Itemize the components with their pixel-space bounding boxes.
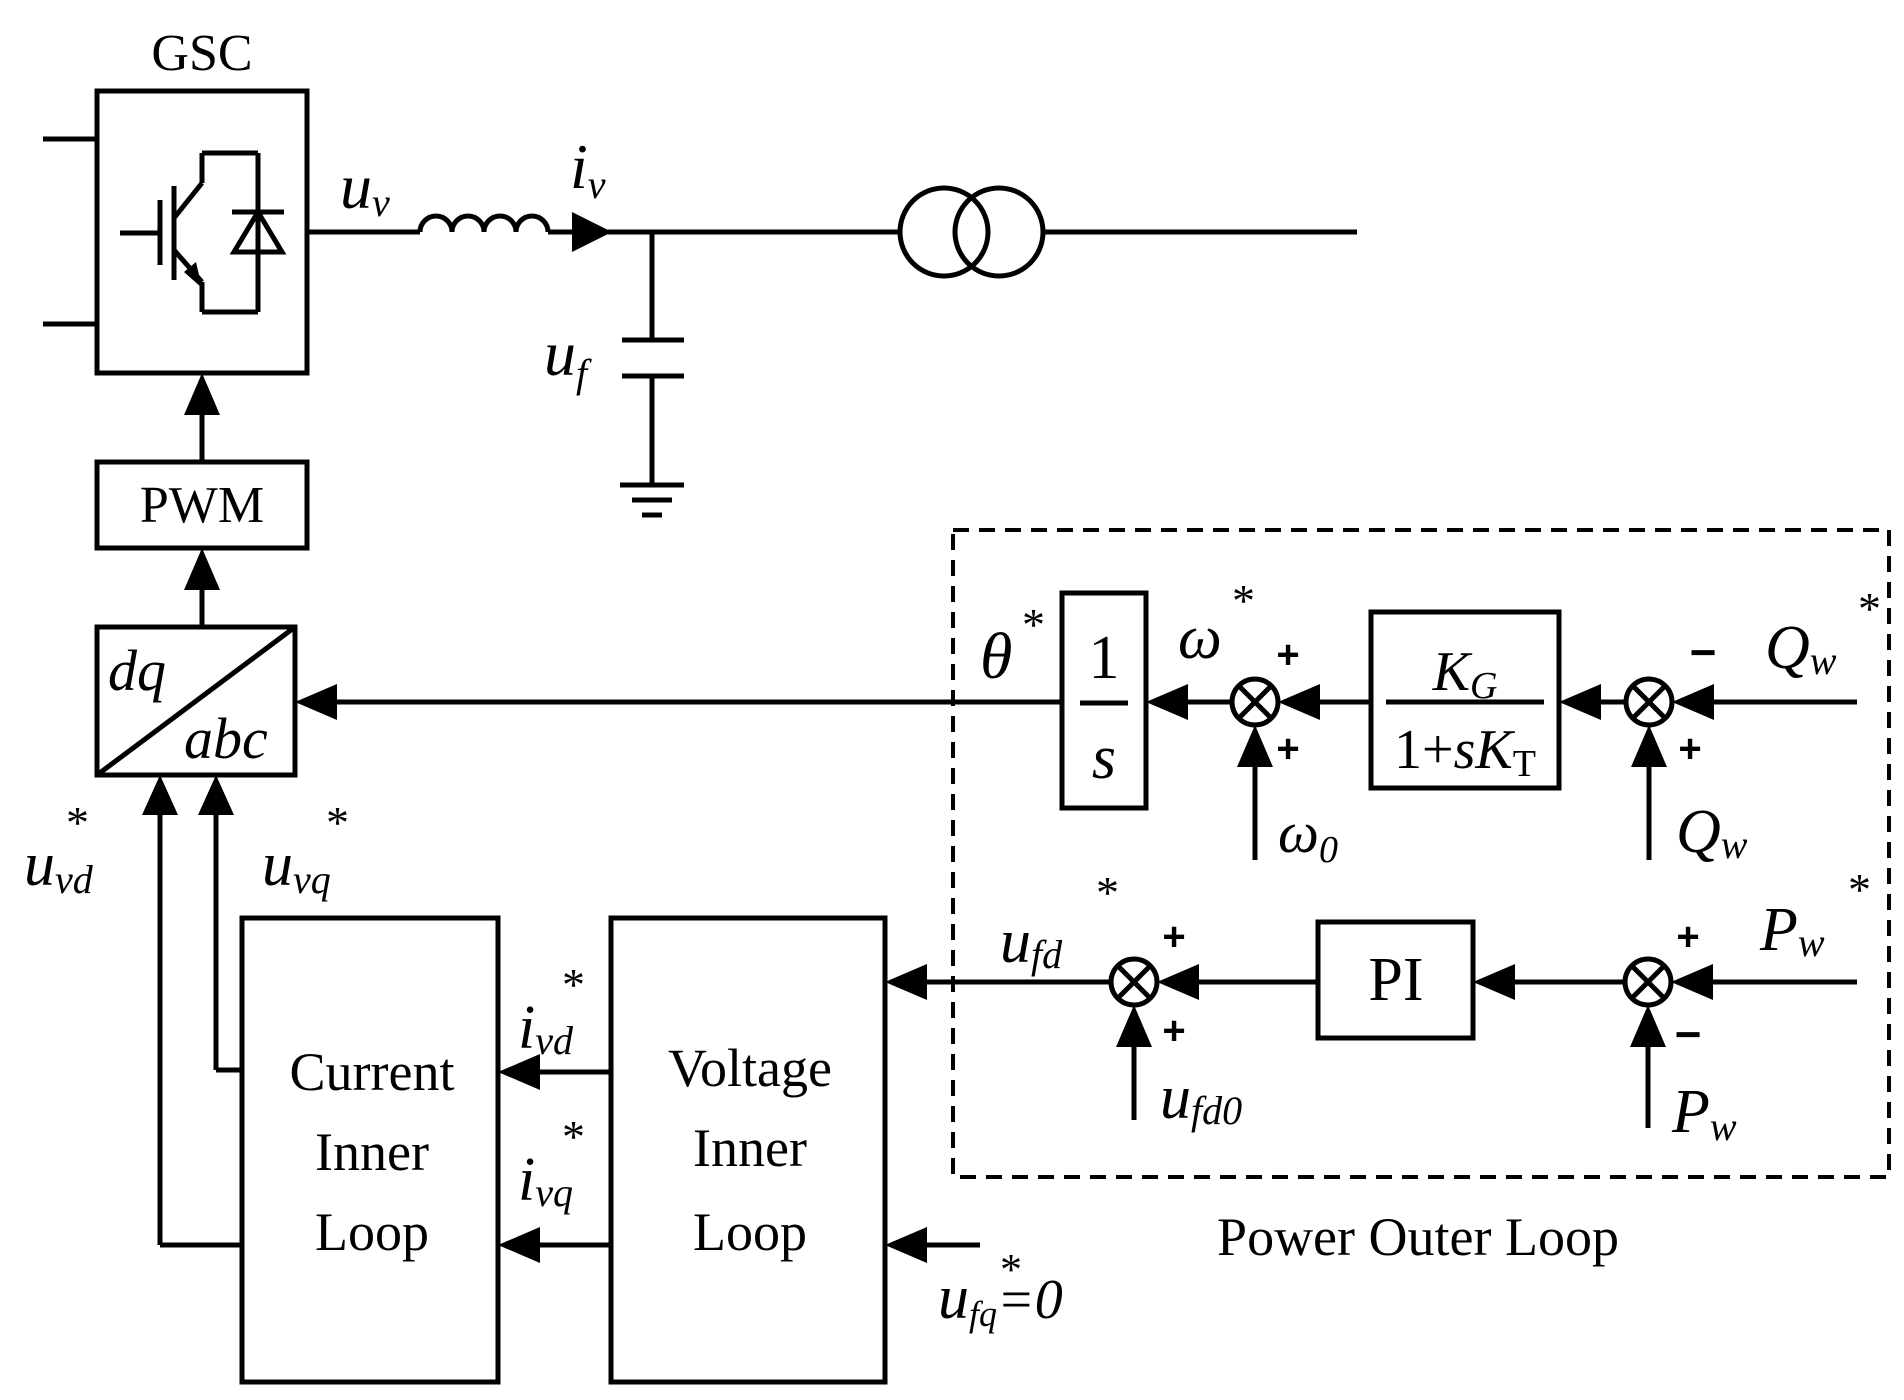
omega-ref-label: ω bbox=[1178, 604, 1222, 672]
power-outer-loop-label: Power Outer Loop bbox=[1217, 1207, 1619, 1267]
sign-q-plus: + bbox=[1678, 727, 1701, 771]
sign-omega-plus-bottom: + bbox=[1276, 727, 1299, 771]
transformer-winding-1 bbox=[897, 185, 991, 279]
pw-ref-star: * bbox=[1848, 864, 1871, 915]
ivd-star: * bbox=[562, 959, 585, 1010]
ivq-label: ivq bbox=[518, 1146, 573, 1215]
uvd-star: * bbox=[66, 797, 89, 848]
qw-label: Qw bbox=[1676, 798, 1748, 867]
arrow-qw-ref bbox=[1672, 684, 1714, 720]
uvq-star: * bbox=[326, 797, 349, 848]
iv-label: iv bbox=[570, 131, 606, 207]
gsc-block: GSC bbox=[43, 25, 310, 376]
current-loop-line2: Inner bbox=[315, 1122, 429, 1182]
pw-label: Pw bbox=[1671, 1078, 1737, 1149]
omega-ref-star: * bbox=[1232, 575, 1255, 626]
arrow-ufd-to-voltage-loop bbox=[885, 964, 927, 1000]
pwm-label: PWM bbox=[140, 477, 264, 534]
droop-denominator: 1+sKT bbox=[1394, 719, 1536, 785]
ufq-star: * bbox=[1000, 1245, 1022, 1294]
arrow-qw bbox=[1631, 725, 1667, 767]
arrow-ivd bbox=[498, 1054, 540, 1090]
diode-icon bbox=[229, 207, 287, 255]
voltage-inner-loop-box bbox=[608, 915, 888, 1385]
power-outer-loop-frame bbox=[951, 528, 1891, 1179]
uf-label: uf bbox=[544, 318, 592, 396]
voltage-loop-line1: Voltage bbox=[668, 1038, 832, 1098]
arrow-pw bbox=[1630, 1005, 1666, 1047]
sign-omega-plus-top: + bbox=[1276, 633, 1299, 677]
ivd-label: ivd bbox=[518, 994, 574, 1063]
arrow-pwm-to-gsc bbox=[184, 373, 220, 415]
sum-junction-omega bbox=[1229, 676, 1281, 728]
arrow-uvd bbox=[142, 775, 178, 815]
ufq-label: ufq=0 bbox=[938, 1264, 1063, 1334]
ground-icon bbox=[620, 482, 684, 518]
qw-ref-star: * bbox=[1858, 583, 1881, 634]
uv-label: uv bbox=[340, 151, 390, 225]
ufd-ref-star: * bbox=[1096, 867, 1119, 918]
integrator-num: 1 bbox=[1089, 624, 1120, 692]
sign-ufd-plus-top: + bbox=[1162, 915, 1185, 959]
arrow-psum-to-pi bbox=[1473, 964, 1515, 1000]
integrator-den: s bbox=[1092, 724, 1116, 792]
igbt-icon bbox=[120, 150, 261, 315]
arrow-droop-to-sum bbox=[1278, 684, 1320, 720]
dq-abc-block: dq abc bbox=[94, 624, 298, 778]
pi-label: PI bbox=[1368, 946, 1423, 1014]
sum-junction-ufd bbox=[1108, 956, 1160, 1008]
arrow-uvq bbox=[198, 775, 234, 815]
inductor-icon bbox=[417, 213, 551, 233]
gsc-label: GSC bbox=[151, 25, 252, 82]
uvq-label: uvq bbox=[262, 831, 331, 902]
current-arrow-icon bbox=[572, 212, 612, 252]
voltage-loop-line2: Inner bbox=[693, 1118, 807, 1178]
power-circuit: uv iv uf bbox=[307, 131, 1357, 518]
ivq-star: * bbox=[562, 1111, 585, 1162]
sign-ufd-plus-bottom: + bbox=[1162, 1009, 1185, 1053]
ufd-ref-label: ufd bbox=[1000, 908, 1063, 977]
arrow-omega-to-integrator bbox=[1146, 684, 1188, 720]
current-inner-loop-box bbox=[239, 915, 501, 1385]
omega0-label: ω0 bbox=[1278, 800, 1338, 871]
theta-star: * bbox=[1022, 599, 1045, 650]
pi-box bbox=[1315, 919, 1476, 1041]
voltage-loop-line3: Loop bbox=[693, 1202, 807, 1262]
sum-junction-q bbox=[1623, 676, 1675, 728]
arrow-qsum-to-droop bbox=[1559, 684, 1601, 720]
sum-junction-p bbox=[1622, 956, 1674, 1008]
theta-label: θ bbox=[980, 620, 1012, 693]
arrow-pw-ref bbox=[1671, 964, 1713, 1000]
arrow-omega0 bbox=[1237, 725, 1273, 767]
transformer-winding-2 bbox=[952, 185, 1046, 279]
arrow-ivq bbox=[498, 1227, 540, 1263]
arrow-ufd0 bbox=[1116, 1005, 1152, 1047]
arrow-ufq bbox=[885, 1227, 927, 1263]
sign-p-minus: − bbox=[1675, 1008, 1702, 1060]
arrow-pi-to-sum bbox=[1157, 964, 1199, 1000]
current-loop-line3: Loop bbox=[315, 1202, 429, 1262]
arrow-dqabc-to-pwm bbox=[184, 548, 220, 590]
uvd-label: uvd bbox=[24, 831, 94, 902]
pw-ref-label: Pw bbox=[1759, 896, 1825, 965]
sign-q-minus: − bbox=[1690, 626, 1717, 678]
abc-label: abc bbox=[184, 706, 268, 771]
ufd0-label: ufd0 bbox=[1160, 1064, 1242, 1133]
arrow-theta-to-dqabc bbox=[295, 684, 337, 720]
dq-label: dq bbox=[108, 638, 166, 703]
current-loop-line1: Current bbox=[290, 1042, 455, 1102]
qw-ref-label: Qw bbox=[1765, 614, 1837, 683]
sign-p-plus: + bbox=[1676, 915, 1699, 959]
